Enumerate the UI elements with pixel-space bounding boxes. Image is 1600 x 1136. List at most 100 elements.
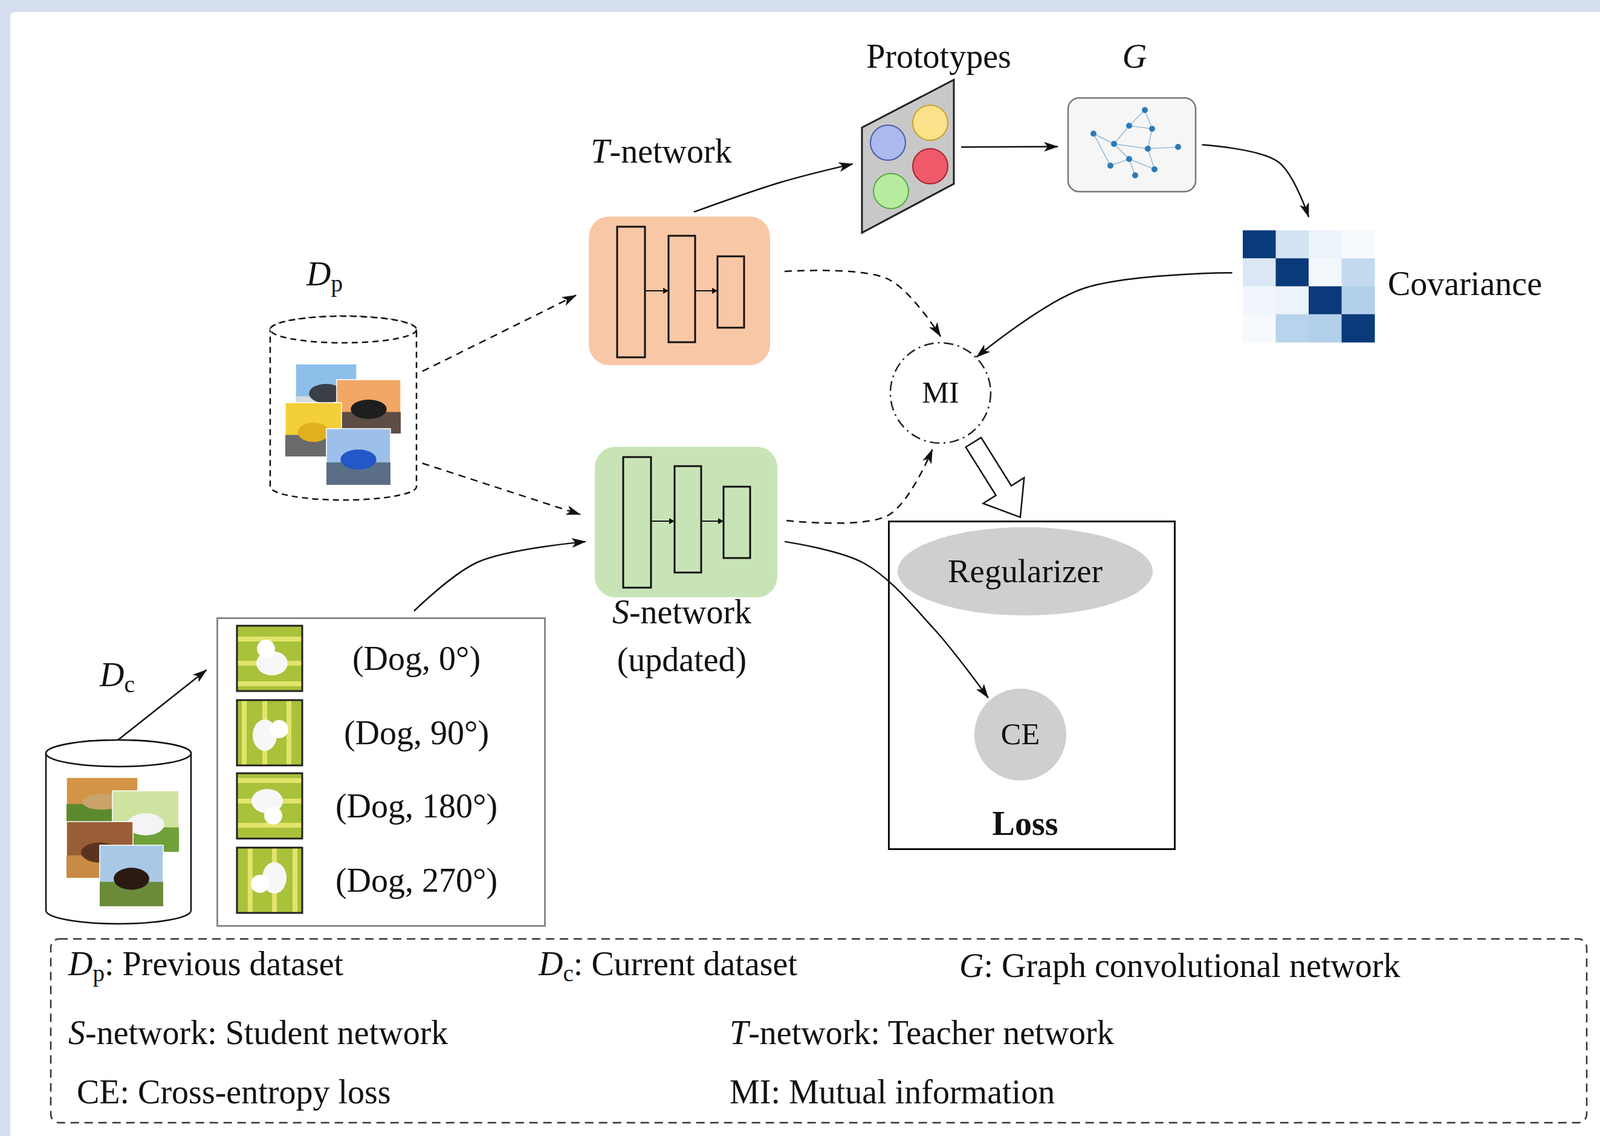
node-shape [1068, 97, 1196, 192]
rotated-image [236, 847, 303, 913]
layer-arrow [701, 520, 719, 522]
node-label: T-network [534, 131, 789, 171]
covariance-cell [1276, 286, 1310, 315]
text-slot: (Dog, 270°) [313, 860, 520, 900]
graph-dot [1132, 172, 1139, 179]
photo-sky [336, 379, 401, 434]
covariance-cell [1308, 286, 1342, 315]
image-border [236, 625, 303, 691]
image-border [236, 847, 303, 913]
text-part: p [92, 959, 105, 986]
network-box [594, 446, 778, 598]
photo-subject [340, 449, 376, 470]
text-part: -network: Student network [85, 1013, 448, 1052]
graph-dot [1149, 125, 1156, 132]
graph-dot [1110, 140, 1118, 147]
cylinder-top [270, 316, 417, 343]
text-slot: (Dog, 180°) [313, 786, 520, 826]
text-part: S [68, 1013, 86, 1052]
node-label: (Dog, 270°) [313, 860, 520, 900]
node-label: Prototypes [823, 36, 1054, 76]
legend-slot: MI: Mutual information [729, 1072, 1055, 1111]
layer-arrowhead [712, 287, 718, 294]
legend-slot: T-network: Teacher network [729, 1013, 1115, 1052]
image-border [236, 699, 303, 766]
graph-edge [1147, 146, 1179, 149]
graph-edge [1114, 143, 1148, 149]
photo-subject [113, 867, 150, 890]
legend-slot: Dp: Previous dataset [68, 944, 344, 987]
graph-dot [1144, 145, 1151, 152]
mi-circle [890, 342, 991, 444]
node-shape [588, 216, 771, 366]
text-part: T [729, 1013, 749, 1052]
text-slot: Dc [68, 655, 166, 698]
text-part: -network (updated) [617, 592, 752, 679]
legend-entry: Dc: Current dataset [538, 944, 798, 987]
photo-subject [350, 399, 387, 419]
dashed-connector [422, 463, 581, 515]
node-label: Dp [276, 254, 373, 297]
dashed-connector [784, 270, 941, 337]
layer-arrow [644, 290, 664, 292]
block-arrow [965, 437, 1025, 518]
covariance-cell [1308, 258, 1342, 287]
node-plane: Prototypes [861, 79, 954, 233]
node-shape [861, 79, 954, 233]
node-label: Dc [68, 655, 166, 698]
node-rot: (Dog, 0°)(Dog, 90°)(Dog, 180°)(Dog, 270°… [216, 617, 546, 927]
dashed-connector [422, 294, 577, 372]
layer-block [617, 226, 645, 358]
layer-block [723, 486, 751, 558]
graph-dot [1090, 130, 1097, 137]
node-cyl: Dp [270, 316, 417, 500]
node-shape [1242, 230, 1375, 343]
covariance-cell [1242, 314, 1277, 343]
image-stripe [236, 681, 303, 687]
legend-slot: Dc: Current dataset [538, 944, 798, 987]
image-ground [236, 847, 303, 913]
prototype-dot [912, 105, 948, 141]
connector [693, 163, 853, 212]
image-stripe [236, 777, 303, 783]
node-graph: G [1068, 97, 1196, 192]
dataset-photo [326, 428, 391, 485]
covariance-cell [1276, 258, 1310, 287]
graph-edge [1129, 125, 1153, 129]
node-label: Covariance [1387, 264, 1594, 303]
node-label: S-network (updated) [582, 588, 782, 684]
rotation-box [217, 618, 546, 927]
node-circle: MI [889, 341, 992, 445]
layer-arrow [695, 290, 713, 292]
connector-group [103, 145, 1309, 752]
node-label: G [1098, 36, 1171, 76]
text-slot: G [1098, 36, 1171, 76]
node-ellipse: Regularizer [897, 527, 1153, 616]
node-shape [594, 446, 778, 598]
node-box: LossRegularizerCE [887, 520, 1176, 850]
text-part: : Current dataset [573, 944, 798, 983]
text-part: : Graph convolutional network [983, 946, 1400, 985]
prototype-dot [870, 125, 906, 161]
dog-head [250, 874, 269, 893]
graph-edge [1129, 158, 1155, 170]
text-slot: Loss [934, 803, 1116, 843]
text-part: D [538, 944, 563, 983]
legend-frame [50, 938, 1587, 1123]
graph-edge [1114, 125, 1130, 144]
graph-edge [1114, 143, 1130, 159]
network-box [588, 216, 771, 366]
text-part: D [99, 655, 124, 694]
covariance-cell [1341, 230, 1376, 259]
prototype-dot [873, 173, 909, 209]
connector [976, 272, 1233, 357]
covariance-cell [1341, 314, 1376, 343]
layer-block [623, 456, 652, 588]
photo-subject [297, 422, 329, 442]
text-slot: T-network [534, 131, 789, 171]
legend-entry: CE: Cross-entropy loss [76, 1072, 392, 1111]
node-net: T-network [588, 216, 771, 366]
prototype-dot [912, 148, 948, 184]
photo-sky [99, 845, 164, 907]
